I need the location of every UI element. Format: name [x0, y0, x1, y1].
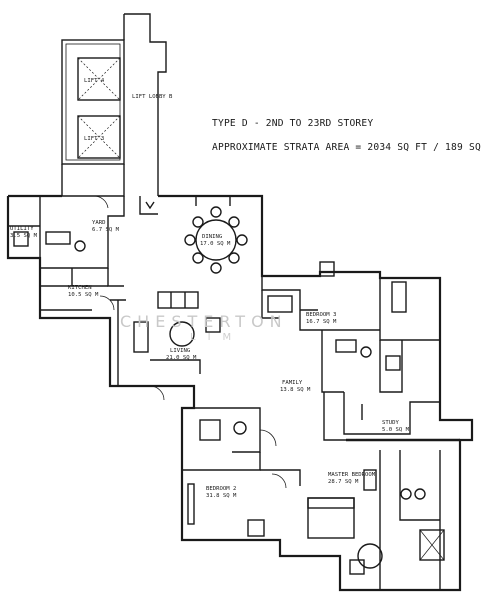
master-door-swing: [271, 473, 287, 489]
exterior-walls: [6, 194, 474, 592]
lift-core: [61, 13, 167, 197]
bathroom-common-walls: [321, 330, 403, 393]
dining-label: DINING: [202, 234, 223, 240]
bedroom-2-area: 31.8 SQ M: [206, 493, 237, 499]
study-label: STUDY: [382, 420, 399, 426]
entry-arrow-icon: [145, 201, 155, 210]
watermark-text: CHESTERTON: [120, 312, 288, 331]
utility-area: 3.5 SQ M: [10, 233, 38, 239]
living-area: 21.0 SQ M: [166, 355, 197, 361]
living-furniture: [133, 291, 221, 374]
lift-4-car: [77, 57, 121, 101]
family-east-wall: [323, 392, 346, 441]
lift-4-label: LIFT 4: [84, 78, 105, 84]
bedroom-2-walls: [182, 407, 301, 537]
master-bedroom-label: MASTER BEDROOM: [328, 472, 376, 478]
watermark-subtext: LIM: [190, 332, 244, 343]
family-area: 13.8 SQ M: [280, 387, 311, 393]
strata-area-heading: APPROXIMATE STRATA AREA = 2034 SQ FT / 1…: [212, 142, 486, 153]
study-walls: [343, 392, 460, 442]
yard-area: 6.7 SQ M: [92, 227, 120, 233]
kitchen-area: 10.5 SQ M: [68, 292, 99, 298]
entry-door: [139, 196, 158, 215]
lift-3-label: LIFT 3: [84, 136, 104, 142]
master-bedroom-area: 28.7 SQ M: [328, 479, 359, 485]
dining-furniture: [184, 206, 248, 274]
yard-label: YARD: [92, 220, 106, 226]
utility-label: UTILITY: [10, 226, 34, 232]
kitchen-label: KITCHEN: [68, 285, 92, 291]
dining-area: 17.0 SQ M: [200, 241, 231, 247]
study-area: 5.0 SQ M: [382, 427, 410, 433]
master-bedroom-furniture: [307, 450, 445, 590]
living-west-wall: [110, 299, 126, 386]
bedroom-3-area: 16.7 SQ M: [306, 319, 337, 325]
dining-window: [195, 196, 231, 206]
service-zone-walls: [8, 195, 125, 311]
bedroom-3-walls: [261, 261, 440, 341]
unit-type-heading: TYPE D - 2ND TO 23RD STOREY: [212, 118, 374, 129]
lift-lobby-label: LIFT LOBBY B: [132, 94, 173, 100]
family-label: FAMILY: [282, 380, 303, 386]
lift-3-car: [77, 115, 121, 159]
living-door-swing: [149, 385, 165, 401]
bedroom-3-label: BEDROOM 3: [306, 312, 336, 318]
living-label: LIVING: [170, 348, 191, 354]
bedroom-2-label: BEDROOM 2: [206, 486, 236, 492]
